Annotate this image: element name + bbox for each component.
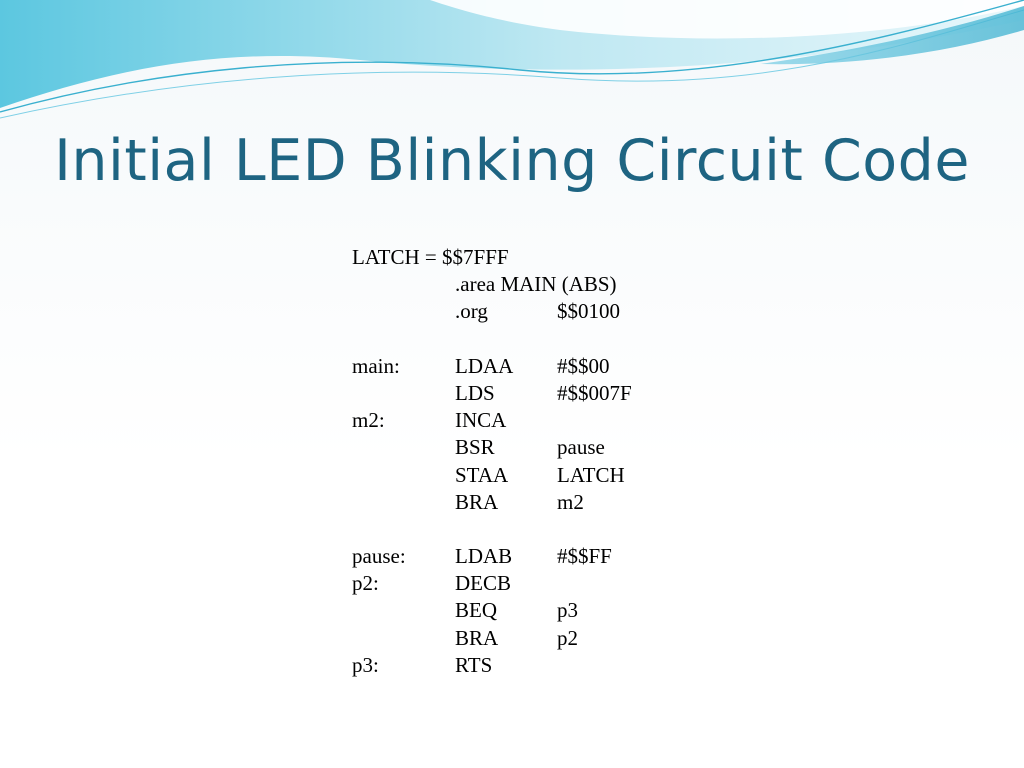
code-operand: #$$00 — [557, 353, 610, 378]
header-wave-decoration — [0, 0, 1024, 119]
code-label: main: — [352, 353, 400, 378]
wave-band-right — [760, 6, 1024, 65]
code-label: p3: — [352, 652, 379, 677]
code-instruction: LDS — [455, 380, 495, 405]
code-instruction: .area MAIN (ABS) — [455, 272, 617, 297]
code-instruction: LDAA — [455, 353, 514, 378]
code-label: LATCH = $$7FFF — [352, 245, 509, 269]
code-label: pause: — [352, 544, 406, 569]
code-operand: #$$007F — [557, 380, 632, 405]
slide-title: Initial LED Blinking Circuit Code — [54, 128, 970, 194]
code-operand: $$0100 — [557, 299, 620, 324]
code-instruction: LDAB — [455, 544, 513, 569]
code-operand: LATCH — [557, 462, 625, 487]
code-instruction: BEQ — [455, 598, 497, 623]
code-label: m2: — [352, 408, 385, 433]
code-operand: #$$FF — [557, 544, 612, 569]
code-operand: m2 — [557, 489, 584, 514]
code-instruction: RTS — [455, 652, 493, 677]
code-instruction: INCA — [455, 408, 507, 433]
code-instruction: BRA — [455, 625, 499, 650]
code-operand: p3 — [557, 598, 578, 623]
code-instruction: STAA — [455, 462, 509, 487]
code-instruction: BRA — [455, 489, 499, 514]
code-label: p2: — [352, 571, 379, 596]
code-instruction: BSR — [455, 435, 495, 460]
wave-line-1 — [0, 0, 1024, 113]
code-operand: pause — [557, 435, 605, 460]
code-instruction: .org — [455, 299, 488, 324]
code-operand: p2 — [557, 625, 578, 650]
code-instruction: DECB — [455, 571, 512, 596]
wave-band-top — [430, 0, 1024, 39]
